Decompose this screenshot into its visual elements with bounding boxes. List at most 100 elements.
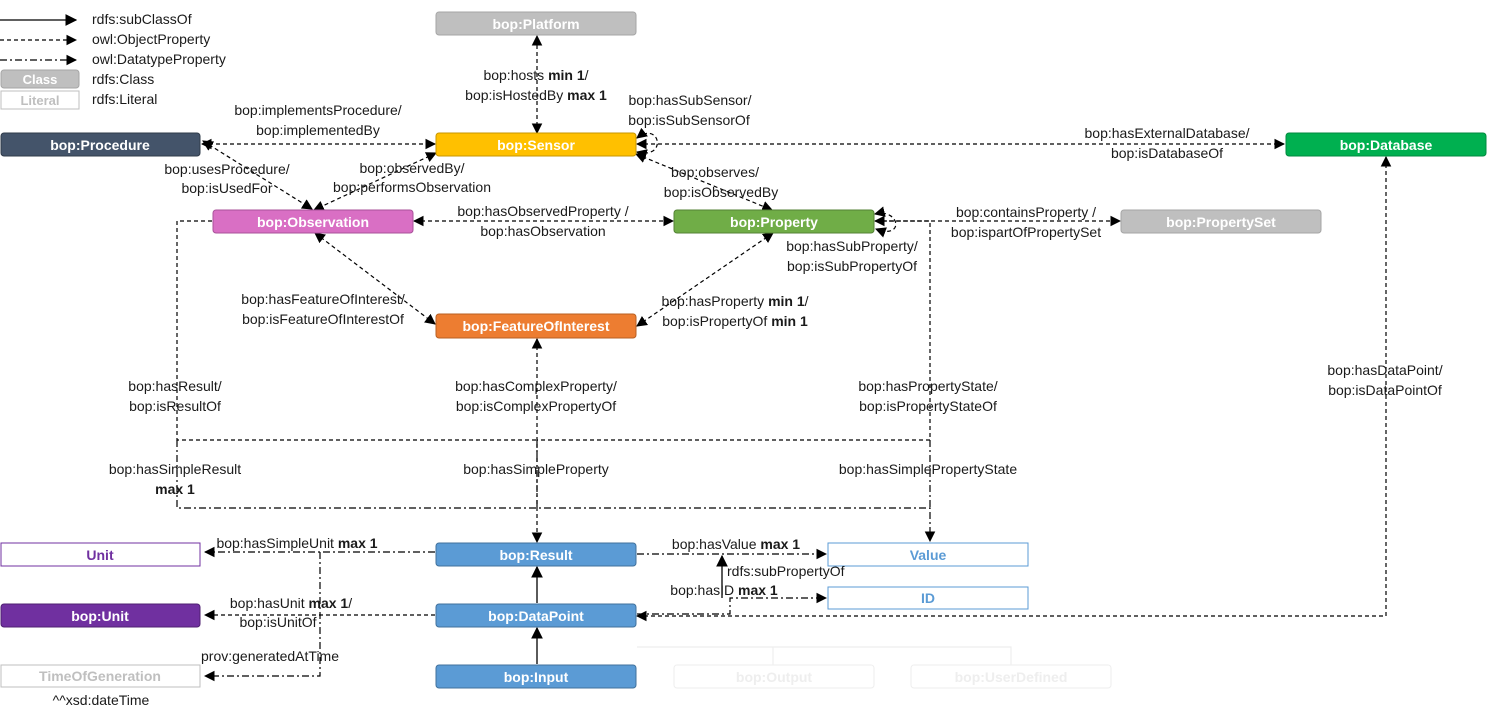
legend-datatypeproperty-label: owl:DatatypeProperty xyxy=(92,51,226,67)
node-input-label: bop:Input xyxy=(504,669,569,685)
node-property-set[interactable]: bop:PropertySet xyxy=(1120,209,1322,234)
node-observation[interactable]: bop:Observation xyxy=(212,209,414,234)
label-subsensor-line2: bop:isSubSensorOf xyxy=(628,112,750,128)
node-feature-of-interest[interactable]: bop:FeatureOfInterest xyxy=(435,313,637,339)
edge-output-subclass xyxy=(637,646,774,665)
node-sensor[interactable]: bop:Sensor xyxy=(435,132,637,157)
literal-value[interactable]: Value xyxy=(827,542,1029,567)
node-user-defined-label: bop:UserDefined xyxy=(955,669,1068,685)
label-hasobsprop-line2: bop:hasObservation xyxy=(480,223,605,239)
edge-has-simple-result xyxy=(176,440,936,543)
label-datapoint-line2: bop:isDataPointOf xyxy=(1328,382,1442,398)
edge-observed-by xyxy=(313,152,437,211)
label-foi-line2: bop:isFeatureOfInterestOf xyxy=(242,311,404,327)
label-subsensor-line1: bop:hasSubSensor/ xyxy=(629,92,752,108)
literal-time-of-generation-label: TimeOfGeneration xyxy=(39,668,161,684)
node-data-point[interactable]: bop:DataPoint xyxy=(435,603,637,628)
literal-unit[interactable]: Unit xyxy=(0,542,201,567)
label-simplepropstate: bop:hasSimplePropertyState xyxy=(839,461,1017,477)
label-hasid: bop:hasID max 1 xyxy=(670,582,778,598)
legend-literal-box-label: Literal xyxy=(20,93,59,108)
legend-objectproperty-label: owl:ObjectProperty xyxy=(92,31,210,47)
label-hosts-line1: bop:hosts min 1/ xyxy=(483,67,588,83)
edge-has-subproperty xyxy=(873,206,897,238)
legend-literal-desc: rdfs:Literal xyxy=(92,91,157,107)
legend-class-box-label: Class xyxy=(23,72,58,87)
label-hasunit-line1: bop:hasUnit max 1/ xyxy=(230,595,352,611)
literal-id-label: ID xyxy=(921,590,935,606)
node-output[interactable]: bop:Output xyxy=(673,664,875,689)
label-simpleprop: bop:hasSimpleProperty xyxy=(463,461,609,477)
label-datapoint-line1: bop:hasDataPoint/ xyxy=(1327,362,1442,378)
node-unit[interactable]: bop:Unit xyxy=(0,603,201,628)
node-database-label: bop:Database xyxy=(1340,137,1433,153)
label-datetime: ^^xsd:dateTime xyxy=(53,692,150,708)
legend-class-box xyxy=(0,69,80,89)
label-hasunit-line2: bop:isUnitOf xyxy=(239,614,316,630)
label-uses-line2: bop:isUsedFor xyxy=(181,180,272,196)
node-database[interactable]: bop:Database xyxy=(1285,132,1487,157)
node-property-set-label: bop:PropertySet xyxy=(1166,214,1276,230)
label-simpleunit: bop:hasSimpleUnit max 1 xyxy=(216,535,377,551)
label-observedby-line1: bop:observedBy/ xyxy=(359,160,464,176)
edge-labels: bop:hosts min 1/ bop:isHostedBy max 1 bo… xyxy=(53,67,1443,708)
label-contains-line2: bop:ispartOfPropertySet xyxy=(951,224,1101,240)
node-input[interactable]: bop:Input xyxy=(435,664,637,689)
label-simpleresult-line2: max 1 xyxy=(155,481,195,497)
label-hosts-line2: bop:isHostedBy max 1 xyxy=(465,87,607,103)
edge-has-subsensor xyxy=(635,127,658,160)
label-propstate-line2: bop:isPropertyStateOf xyxy=(859,398,997,414)
label-hasvalue: bop:hasValue max 1 xyxy=(672,536,800,552)
legend: rdfs:subClassOf owl:ObjectProperty owl:D… xyxy=(0,11,226,110)
node-data-point-label: bop:DataPoint xyxy=(488,608,584,624)
label-implements-line2: bop:implementedBy xyxy=(256,122,380,138)
label-hasresult-line1: bop:hasResult/ xyxy=(128,378,222,394)
label-uses-line1: bop:usesProcedure/ xyxy=(164,161,289,177)
edge-has-data-point xyxy=(635,155,1392,622)
edge-uses-procedure xyxy=(202,140,313,210)
label-generated: prov:generatedAtTime xyxy=(201,648,339,664)
label-simpleresult-line1: bop:hasSimpleResult xyxy=(109,461,241,477)
edge-generated-at-time xyxy=(203,552,321,682)
label-subprop-line2: bop:isSubPropertyOf xyxy=(787,258,917,274)
node-result-label: bop:Result xyxy=(499,547,572,563)
edge-userdefined-subclass xyxy=(773,646,1012,665)
label-subpropertyof: rdfs:subPropertyOf xyxy=(727,563,845,579)
label-extdb-line1: bop:hasExternalDatabase/ xyxy=(1085,125,1250,141)
label-hasobsprop-line1: bop:hasObservedProperty / xyxy=(457,203,628,219)
label-foi-line1: bop:hasFeatureOfInterest/ xyxy=(241,291,405,307)
node-procedure[interactable]: bop:Procedure xyxy=(0,132,201,157)
label-complex-line1: bop:hasComplexProperty/ xyxy=(455,378,617,394)
legend-class-desc: rdfs:Class xyxy=(92,71,154,87)
label-observes-line2: bop:isObservedBy xyxy=(664,184,778,200)
label-hasresult-line2: bop:isResultOf xyxy=(129,398,221,414)
node-platform-label: bop:Platform xyxy=(492,16,579,32)
node-output-label: bop:Output xyxy=(736,669,813,685)
literal-unit-label: Unit xyxy=(86,547,114,563)
literal-value-label: Value xyxy=(910,547,947,563)
edge-observes xyxy=(635,152,773,212)
literal-time-of-generation[interactable]: TimeOfGeneration xyxy=(0,664,201,688)
literal-id[interactable]: ID xyxy=(827,586,1029,610)
node-user-defined[interactable]: bop:UserDefined xyxy=(910,664,1112,689)
node-platform[interactable]: bop:Platform xyxy=(435,11,637,36)
node-property[interactable]: bop:Property xyxy=(673,209,875,234)
label-subprop-line1: bop:hasSubProperty/ xyxy=(786,238,918,254)
edge-has-result xyxy=(176,220,537,441)
nodes: bop:Platform bop:Procedure bop:Sensor bo… xyxy=(0,11,1487,689)
label-observedby-line2: bop:performsObservation xyxy=(333,179,491,195)
legend-literal-box xyxy=(0,90,80,110)
label-hasprop-line2: bop:isPropertyOf min 1 xyxy=(662,313,808,329)
label-extdb-line2: bop:isDatabaseOf xyxy=(1111,145,1223,161)
node-result[interactable]: bop:Result xyxy=(435,542,637,567)
node-sensor-label: bop:Sensor xyxy=(497,137,575,153)
label-observes-line1: bop:observes/ xyxy=(671,164,759,180)
edges xyxy=(176,34,1392,682)
label-implements-line1: bop:implementsProcedure/ xyxy=(234,102,401,118)
node-feature-of-interest-label: bop:FeatureOfInterest xyxy=(462,318,609,334)
node-procedure-label: bop:Procedure xyxy=(50,137,150,153)
edge-has-id xyxy=(637,592,828,615)
node-property-label: bop:Property xyxy=(730,214,818,230)
node-unit-label: bop:Unit xyxy=(71,608,129,624)
